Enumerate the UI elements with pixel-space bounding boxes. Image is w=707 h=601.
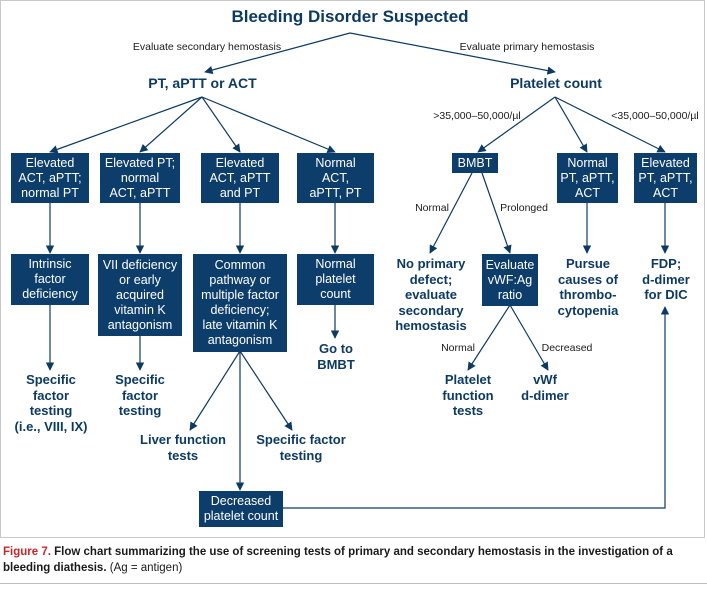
outcome-no-primary-defect: No primary defect; evaluate secondary he… (395, 256, 467, 333)
box-elevated-all: Elevated ACT, aPTT and PT (201, 153, 279, 203)
box-vii-deficiency: VII deficiency or early acquired vitamin… (98, 254, 182, 336)
arrow-platelet-to-normal (554, 96, 588, 153)
outcome-platelet-function-tests: Platelet function tests (442, 372, 494, 418)
box-common-pathway: Common pathway or multiple factor defici… (193, 254, 287, 352)
arrow-bmbt-to-vwf (481, 172, 512, 254)
outcome-go-to-bmbt: Go to BMBT (317, 341, 355, 372)
arrow-common-to-liver (189, 350, 241, 431)
figure-frame (0, 0, 705, 538)
outcome-fdp-ddimer: FDP; d-dimer for DIC (642, 256, 690, 302)
header-platelet-count: Platelet count (510, 75, 602, 91)
arrow-vwf-to-vwf-ddimer (509, 304, 549, 371)
arrow-title-to-platelet (349, 32, 556, 75)
outcome-vwf-ddimer: vWf d-dimer (521, 372, 569, 403)
outcome-specific-factor-testing: Specific factor testing (115, 372, 165, 418)
box-intrinsic-deficiency: Intrinsic factor deficiency (11, 254, 89, 305)
edge-label-normal: Normal (415, 202, 449, 214)
box-elevated-act-aptt: Elevated ACT, aPTT; normal PT (11, 153, 89, 203)
caption-text: Flow chart summarizing the use of screen… (3, 546, 673, 574)
box-evaluate-vwf: Evaluate vWF:Ag ratio (482, 254, 538, 306)
arrow-pt-to-box1 (49, 96, 203, 154)
box-normal-pt-aptt-act: Normal PT, aPTT, ACT (557, 153, 618, 203)
threshold-high: >35,000–50,000/µl (433, 110, 521, 122)
box-decreased-platelet: Decreased platelet count (199, 491, 283, 527)
figure-caption: Figure 7. Flow chart summarizing the use… (3, 544, 703, 576)
branch-label-secondary: Evaluate secondary hemostasis (132, 41, 282, 53)
branch-label-primary: Evaluate primary hemostasis (459, 41, 595, 53)
outcome-specific-factor-testing-viii-ix: Specific factor testing (i.e., VIII, IX) (14, 372, 88, 434)
box-elevated-pt-aptt-act: Elevated PT, aPTT, ACT (634, 153, 697, 203)
box-normal-platelet: Normal platelet count (297, 254, 374, 305)
arrow-platelet-to-elevated (554, 96, 666, 153)
flowchart-connectors (45, 32, 670, 509)
edge-label-prolonged: Prolonged (500, 202, 548, 214)
arrow-pt-to-box3 (201, 96, 241, 153)
edge-label-normal-2: Normal (441, 342, 475, 354)
bottom-divider (0, 583, 707, 584)
header-secondary-tests: PT, aPTT or ACT (148, 75, 257, 91)
arrow-vwf-to-platelet-function (467, 304, 511, 371)
box-elevated-pt: Elevated PT; normal ACT, aPTT (100, 153, 180, 203)
outcome-liver-function-tests: Liver function tests (140, 432, 226, 463)
box-bmbt: BMBT (452, 153, 498, 173)
arrow-title-to-pt (204, 32, 351, 75)
outcome-pursue-thrombocytopenia: Pursue causes of thrombo- cytopenia (557, 256, 619, 318)
caption-note: (Ag = antigen) (109, 562, 183, 574)
caption-label: Figure 7. (3, 546, 51, 558)
arrow-pt-to-box4 (201, 96, 336, 153)
diagram-title: Bleeding Disorder Suspected (231, 7, 469, 26)
edge-label-decreased: Decreased (541, 342, 593, 354)
arrow-pt-to-box2 (139, 96, 203, 153)
arrow-bmbt-to-noprimary (429, 172, 473, 254)
box-normal-all: Normal ACT, aPTT, PT (297, 153, 374, 203)
threshold-low: <35,000–50,000/µl (611, 110, 699, 122)
outcome-specific-factor-testing-2: Specific factor testing (256, 432, 346, 463)
arrow-decreased-to-fdp (282, 306, 670, 509)
arrow-platelet-to-bmbt (477, 96, 556, 153)
arrow-common-to-specificfactor (239, 350, 293, 431)
